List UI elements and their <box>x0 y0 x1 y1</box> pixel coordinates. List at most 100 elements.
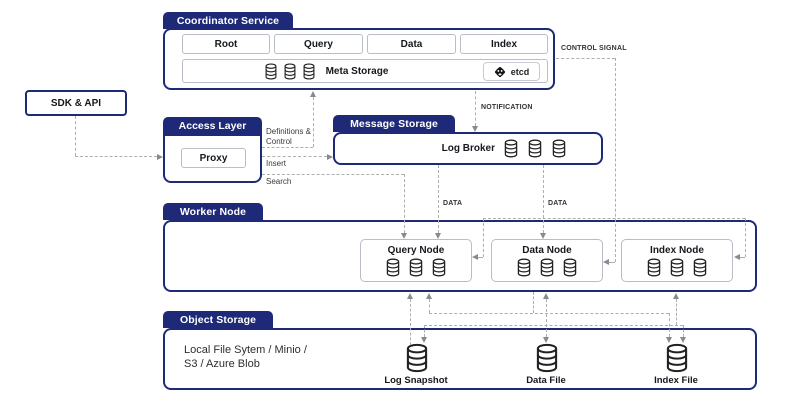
edge-insert <box>262 156 327 157</box>
arrowhead-down-icon <box>665 337 672 343</box>
edge-data-node-data-file <box>546 299 547 337</box>
arrowhead-left-icon <box>734 253 740 260</box>
edge-definitions-control <box>262 147 313 148</box>
log-broker-row: Log Broker <box>335 134 601 163</box>
database-icon <box>431 258 447 277</box>
edge-control-signal-query <box>478 257 483 258</box>
data-label: DATA <box>443 200 463 207</box>
root-coordinator-box: Root <box>182 34 270 54</box>
definitions-line1: Definitions & <box>266 127 311 136</box>
database-icon <box>664 343 690 373</box>
edge-rail-b <box>424 325 683 326</box>
database-icon <box>534 343 560 373</box>
edge-rail-a <box>429 313 669 314</box>
data-coordinator-box: Data <box>367 34 456 54</box>
database-icon <box>503 139 519 158</box>
query-node-label: Query Node <box>387 245 445 256</box>
coordinator-service-tab: Coordinator Service <box>163 12 293 29</box>
index-coordinator-box: Index <box>460 34 548 54</box>
arrowhead-down-icon <box>420 337 427 343</box>
database-icon <box>692 258 708 277</box>
edge-sdk-to-proxy <box>75 116 76 156</box>
etcd-label: etcd <box>510 66 530 77</box>
database-icon <box>646 258 662 277</box>
edge-sdk-to-proxy <box>75 156 157 157</box>
query-coordinator-box: Query <box>274 34 363 54</box>
edge-rail-to-index-file <box>669 313 670 337</box>
definitions-line2: Control <box>266 136 292 146</box>
edge-index-node-up <box>676 299 677 325</box>
edge-data-node-to-rail <box>533 292 534 313</box>
search-label: Search <box>266 177 292 186</box>
arrowhead-up-icon <box>425 293 432 299</box>
definitions-control-label: Definitions & Control <box>266 127 311 146</box>
object-storage-box <box>163 328 757 390</box>
database-icon <box>669 258 685 277</box>
data-node-databases <box>516 258 578 277</box>
notification-label: NOTIFICATION <box>481 104 533 111</box>
etcd-badge: etcd <box>483 62 540 81</box>
arrowhead-down-icon <box>471 126 478 132</box>
backends-line1: Local File Sytem / Minio / <box>184 344 307 356</box>
arrowhead-down-icon <box>542 337 549 343</box>
database-icon <box>551 139 567 158</box>
meta-storage-label: Meta Storage <box>325 65 389 77</box>
database-icon <box>539 258 555 277</box>
log-snapshot-label: Log Snapshot <box>384 375 448 386</box>
arrowhead-right-icon <box>157 153 163 160</box>
proxy-box: Proxy <box>181 148 246 168</box>
database-icon <box>527 139 543 158</box>
database-icon <box>264 62 278 80</box>
index-file-label: Index File <box>654 375 698 386</box>
arrowhead-left-icon <box>472 253 478 260</box>
edge-to-index-file <box>683 325 684 337</box>
meta-storage-box: Meta Storage etcd <box>182 59 548 83</box>
data-file-label: Data File <box>526 375 566 386</box>
backends-line2: S3 / Azure Blob <box>184 358 260 370</box>
arrowhead-up-icon <box>406 293 413 299</box>
etcd-logo-icon <box>494 66 506 78</box>
data-label: DATA <box>548 200 568 207</box>
edge-search <box>262 174 404 175</box>
edge-data-to-query-node <box>438 165 439 233</box>
insert-label: Insert <box>266 159 287 168</box>
edge-definitions-control <box>313 97 314 147</box>
index-node-label: Index Node <box>650 245 704 256</box>
log-broker-label: Log Broker <box>441 143 495 154</box>
arrowhead-up-icon <box>309 91 316 97</box>
edge-control-signal-rail <box>483 218 745 219</box>
database-icon <box>283 62 297 80</box>
data-node-box: Data Node <box>491 239 603 282</box>
meta-storage-row: Meta Storage etcd <box>183 60 547 82</box>
message-storage-box: Log Broker <box>333 132 603 165</box>
message-storage-tab: Message Storage <box>333 115 455 132</box>
edge-control-signal <box>556 58 615 59</box>
data-node-label: Data Node <box>522 245 572 256</box>
edge-rail-to-query-node <box>429 299 430 313</box>
edge-to-log-snapshot <box>424 325 425 337</box>
database-icon <box>302 62 316 80</box>
database-icon <box>404 343 430 373</box>
edge-search <box>404 174 405 233</box>
arrowhead-down-icon <box>679 337 686 343</box>
database-icon <box>516 258 532 277</box>
access-layer-tab: Access Layer <box>163 117 262 135</box>
query-node-box: Query Node <box>360 239 472 282</box>
arrowhead-up-icon <box>672 293 679 299</box>
edge-control-signal-index <box>740 257 745 258</box>
arrowhead-down-icon <box>400 233 407 239</box>
edge-data-to-data-node <box>543 165 544 233</box>
object-storage-backends: Local File Sytem / Minio / S3 / Azure Bl… <box>184 343 364 371</box>
arrowhead-left-icon <box>603 258 609 265</box>
edge-control-signal-index <box>745 218 746 257</box>
index-node-databases <box>646 258 708 277</box>
edge-control-signal <box>615 58 616 262</box>
arrowhead-down-icon <box>434 233 441 239</box>
edge-notification <box>475 91 476 126</box>
arrowhead-right-icon <box>327 153 333 160</box>
edge-log-snapshot-to-worker <box>410 299 411 345</box>
database-icon <box>385 258 401 277</box>
index-node-box: Index Node <box>621 239 733 282</box>
arrowhead-up-icon <box>542 293 549 299</box>
